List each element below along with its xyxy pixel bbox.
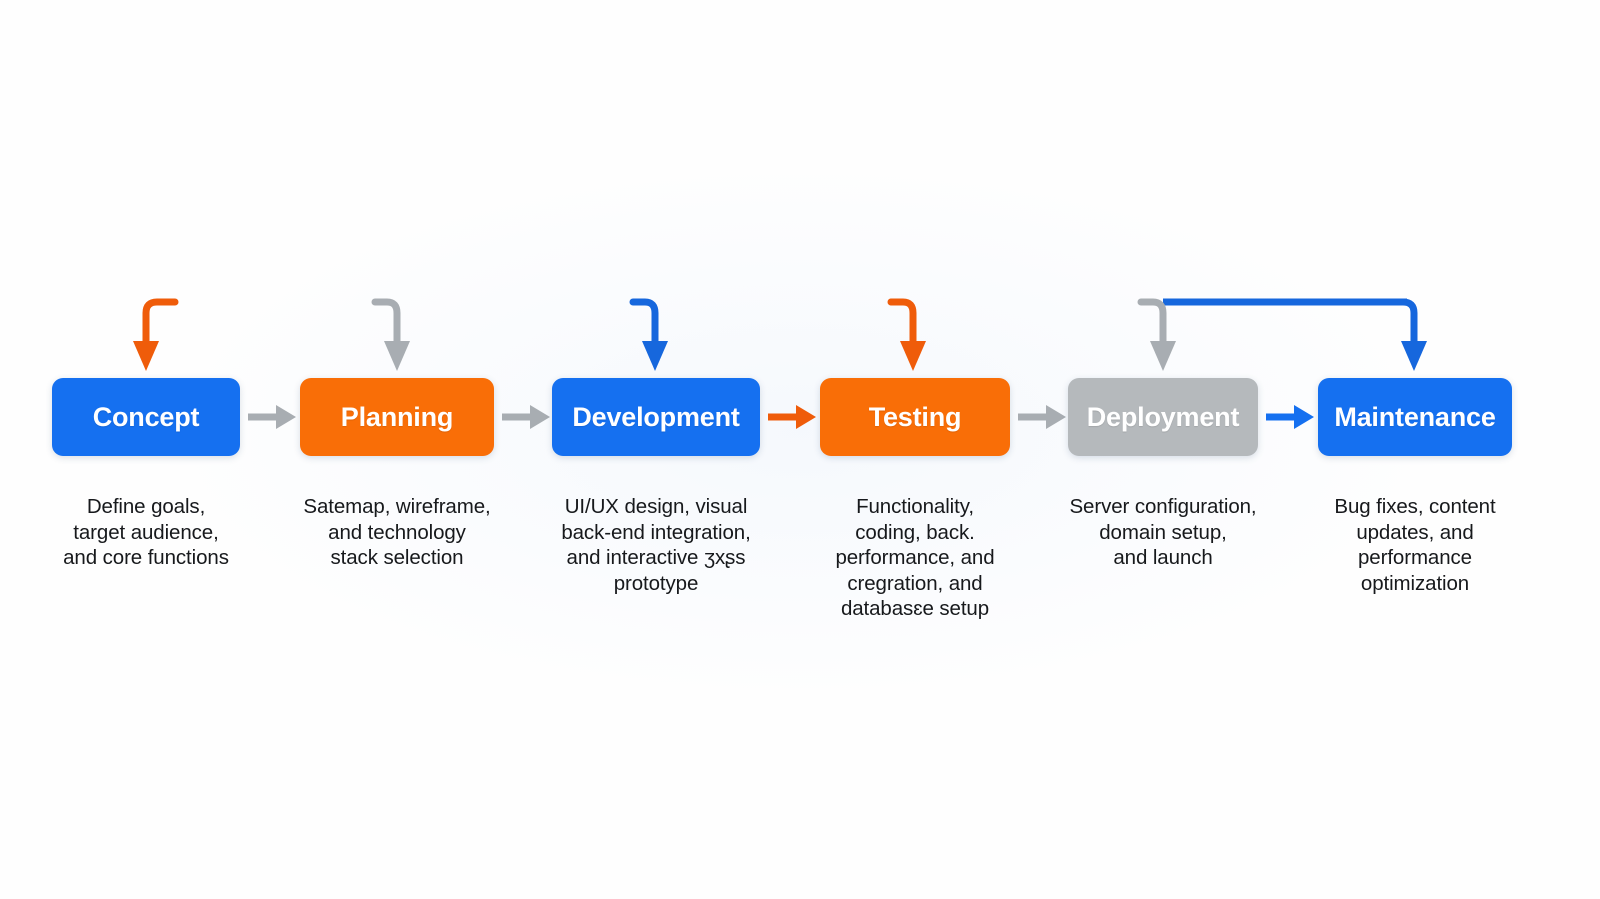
stage-label-development: Development	[572, 401, 740, 432]
caption-line: performance, and	[835, 546, 995, 570]
connector-deployment-to-maintenance	[1266, 405, 1314, 429]
caption-line: and core functions	[63, 546, 229, 570]
caption-line: Server configuration,	[1069, 495, 1257, 518]
stage-label-concept: Concept	[92, 401, 200, 432]
caption-line: Define goals,	[86, 495, 206, 518]
drop-arrow-maintenance	[1388, 298, 1427, 371]
caption-line: and launch	[1113, 546, 1213, 570]
stage-label-deployment: Deployment	[1086, 401, 1240, 432]
drop-arrow-testing	[887, 298, 926, 371]
stage-box-testing[interactable]: Testing	[820, 378, 1010, 456]
connector-concept-to-planning	[248, 405, 296, 429]
drop-arrow-concept	[133, 298, 179, 371]
caption-line: target audience,	[73, 520, 219, 544]
caption-line: back-end integration,	[561, 520, 751, 544]
caption-line: coding, back.	[855, 520, 975, 544]
stage-box-maintenance[interactable]: Maintenance	[1318, 378, 1512, 456]
stage-label-planning: Planning	[340, 401, 454, 432]
caption-concept: Define goals,target audience,and core fu…	[20, 494, 272, 571]
caption-deployment: Server configuration,domain setup,and la…	[1038, 494, 1288, 571]
caption-line: performance	[1358, 546, 1472, 570]
connector-testing-to-deployment	[1018, 405, 1066, 429]
drop-arrow-planning	[371, 298, 410, 371]
caption-line: stack selection	[330, 546, 464, 570]
caption-line: updates, and	[1356, 520, 1474, 544]
caption-line: domain setup,	[1099, 520, 1227, 544]
stage-label-maintenance: Maintenance	[1334, 401, 1496, 432]
connector-development-to-testing	[768, 405, 816, 429]
caption-line: databasɛe setup	[840, 597, 990, 621]
drop-arrow-development	[629, 298, 668, 371]
stage-box-planning[interactable]: Planning	[300, 378, 494, 456]
stage-box-development[interactable]: Development	[552, 378, 760, 456]
stage-box-deployment[interactable]: Deployment	[1068, 378, 1258, 456]
caption-line: and technology	[328, 520, 466, 544]
caption-line: cregration, and	[847, 571, 983, 595]
connector-planning-to-development	[502, 405, 550, 429]
caption-line: prototype	[613, 571, 699, 595]
caption-line: Satemap, wireframe,	[303, 495, 491, 518]
caption-line: Functionality,	[856, 495, 974, 518]
stage-label-testing: Testing	[868, 401, 962, 432]
caption-line: Bug fixes, content	[1334, 495, 1496, 518]
stage-box-concept[interactable]: Concept	[52, 378, 240, 456]
caption-testing: Functionality,coding, back.performance, …	[790, 494, 1040, 622]
caption-line: UI/UX design, visual	[564, 495, 748, 518]
caption-line: and interactive ʒxʂs	[566, 546, 746, 570]
drop-arrow-deployment	[1137, 298, 1176, 371]
caption-line: optimization	[1360, 571, 1470, 595]
